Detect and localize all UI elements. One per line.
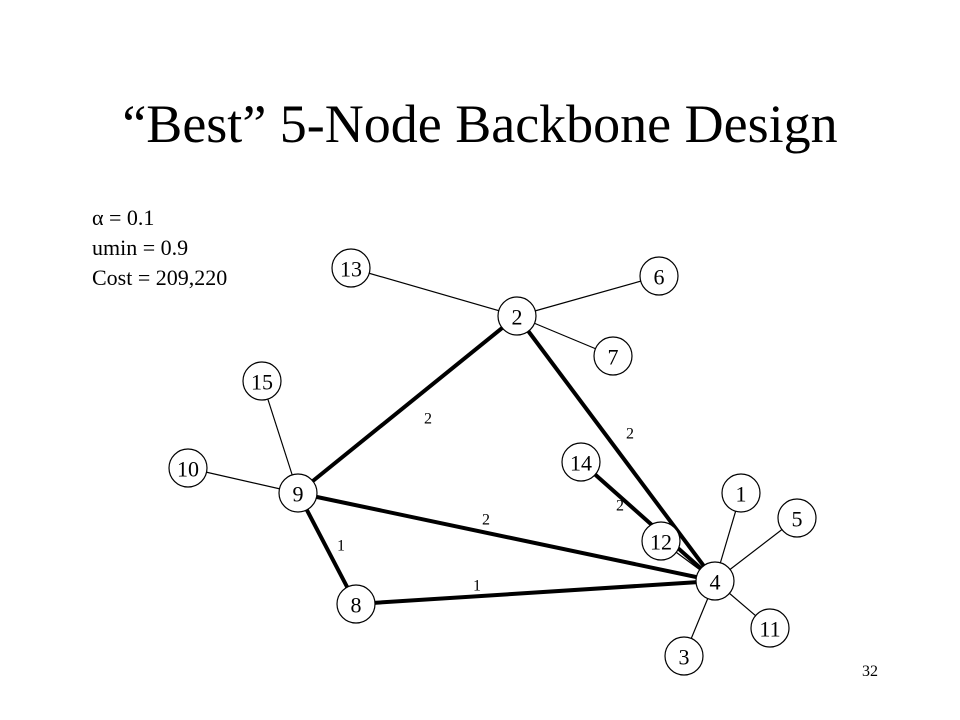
link-capacity-label-8-4: 1 [473,578,481,595]
node-circle-12 [641,521,681,561]
network-links [187,267,798,657]
link-capacity-label-2-4: 2 [626,426,634,443]
node-10: 10 [168,448,208,488]
backbone-link-9-8 [296,492,358,605]
node-4: 4 [695,561,735,601]
node-label-2: 2 [512,305,523,330]
node-3: 3 [664,636,704,676]
node-7: 7 [593,336,633,376]
node-label-10: 10 [177,457,199,482]
backbone-link-9-4 [297,491,716,583]
node-9: 9 [278,473,318,513]
node-12: 12 [641,521,681,561]
cost-parameter: Cost = 209,220 [92,265,228,290]
backbone-link-9-2 [296,314,519,495]
slide-title: “Best” 5-Node Backbone Design [122,94,838,154]
backbone-link-2-4 [515,314,717,583]
node-circle-9 [278,473,318,513]
node-circle-11 [750,608,790,648]
node-label-8: 8 [351,593,362,618]
umin-parameter: umin = 0.9 [92,235,189,260]
node-8: 8 [336,584,376,624]
node-6: 6 [639,256,679,296]
node-circle-1 [721,473,761,513]
node-label-7: 7 [608,345,619,370]
node-label-13: 13 [340,257,362,282]
node-label-3: 3 [679,645,690,670]
node-13: 13 [331,248,371,288]
node-circle-5 [777,498,817,538]
node-circle-3 [664,636,704,676]
node-circle-10 [168,448,208,488]
node-circle-15 [242,361,282,401]
node-label-14: 14 [570,451,592,476]
access-link-15-9 [261,380,299,494]
node-label-11: 11 [759,617,780,642]
backbone-link-14-4 [579,460,717,583]
node-15: 15 [242,361,282,401]
node-label-15: 15 [251,370,273,395]
link-capacity-label-14-4: 2 [616,498,624,515]
alpha-parameter: α = 0.1 [92,205,155,230]
node-circle-2 [497,296,537,336]
node-circle-8 [336,584,376,624]
link-capacity-label-9-8: 1 [337,538,345,555]
node-circle-14 [561,442,601,482]
node-11: 11 [750,608,790,648]
backbone-link-8-4 [355,579,716,606]
node-circle-4 [695,561,735,601]
design-parameters: α = 0.1 umin = 0.9 Cost = 209,220 [92,203,227,293]
node-label-9: 9 [293,482,304,507]
node-circle-13 [331,248,371,288]
access-link-6-2 [516,275,660,317]
node-label-5: 5 [792,507,803,532]
node-label-12: 12 [650,530,672,555]
node-circle-7 [593,336,633,376]
page-number: 32 [862,663,878,680]
link-capacity-label-9-2: 2 [424,411,432,428]
node-label-6: 6 [654,265,665,290]
link-capacity-label-9-4: 2 [482,512,490,529]
link-capacity-labels: 2 2 2 2 1 1 [337,411,634,595]
node-5: 5 [777,498,817,538]
node-14: 14 [561,442,601,482]
access-link-13-2 [350,267,518,317]
node-2: 2 [497,296,537,336]
node-circle-6 [639,256,679,296]
node-label-4: 4 [710,570,721,595]
node-label-1: 1 [736,482,747,507]
node-1: 1 [721,473,761,513]
